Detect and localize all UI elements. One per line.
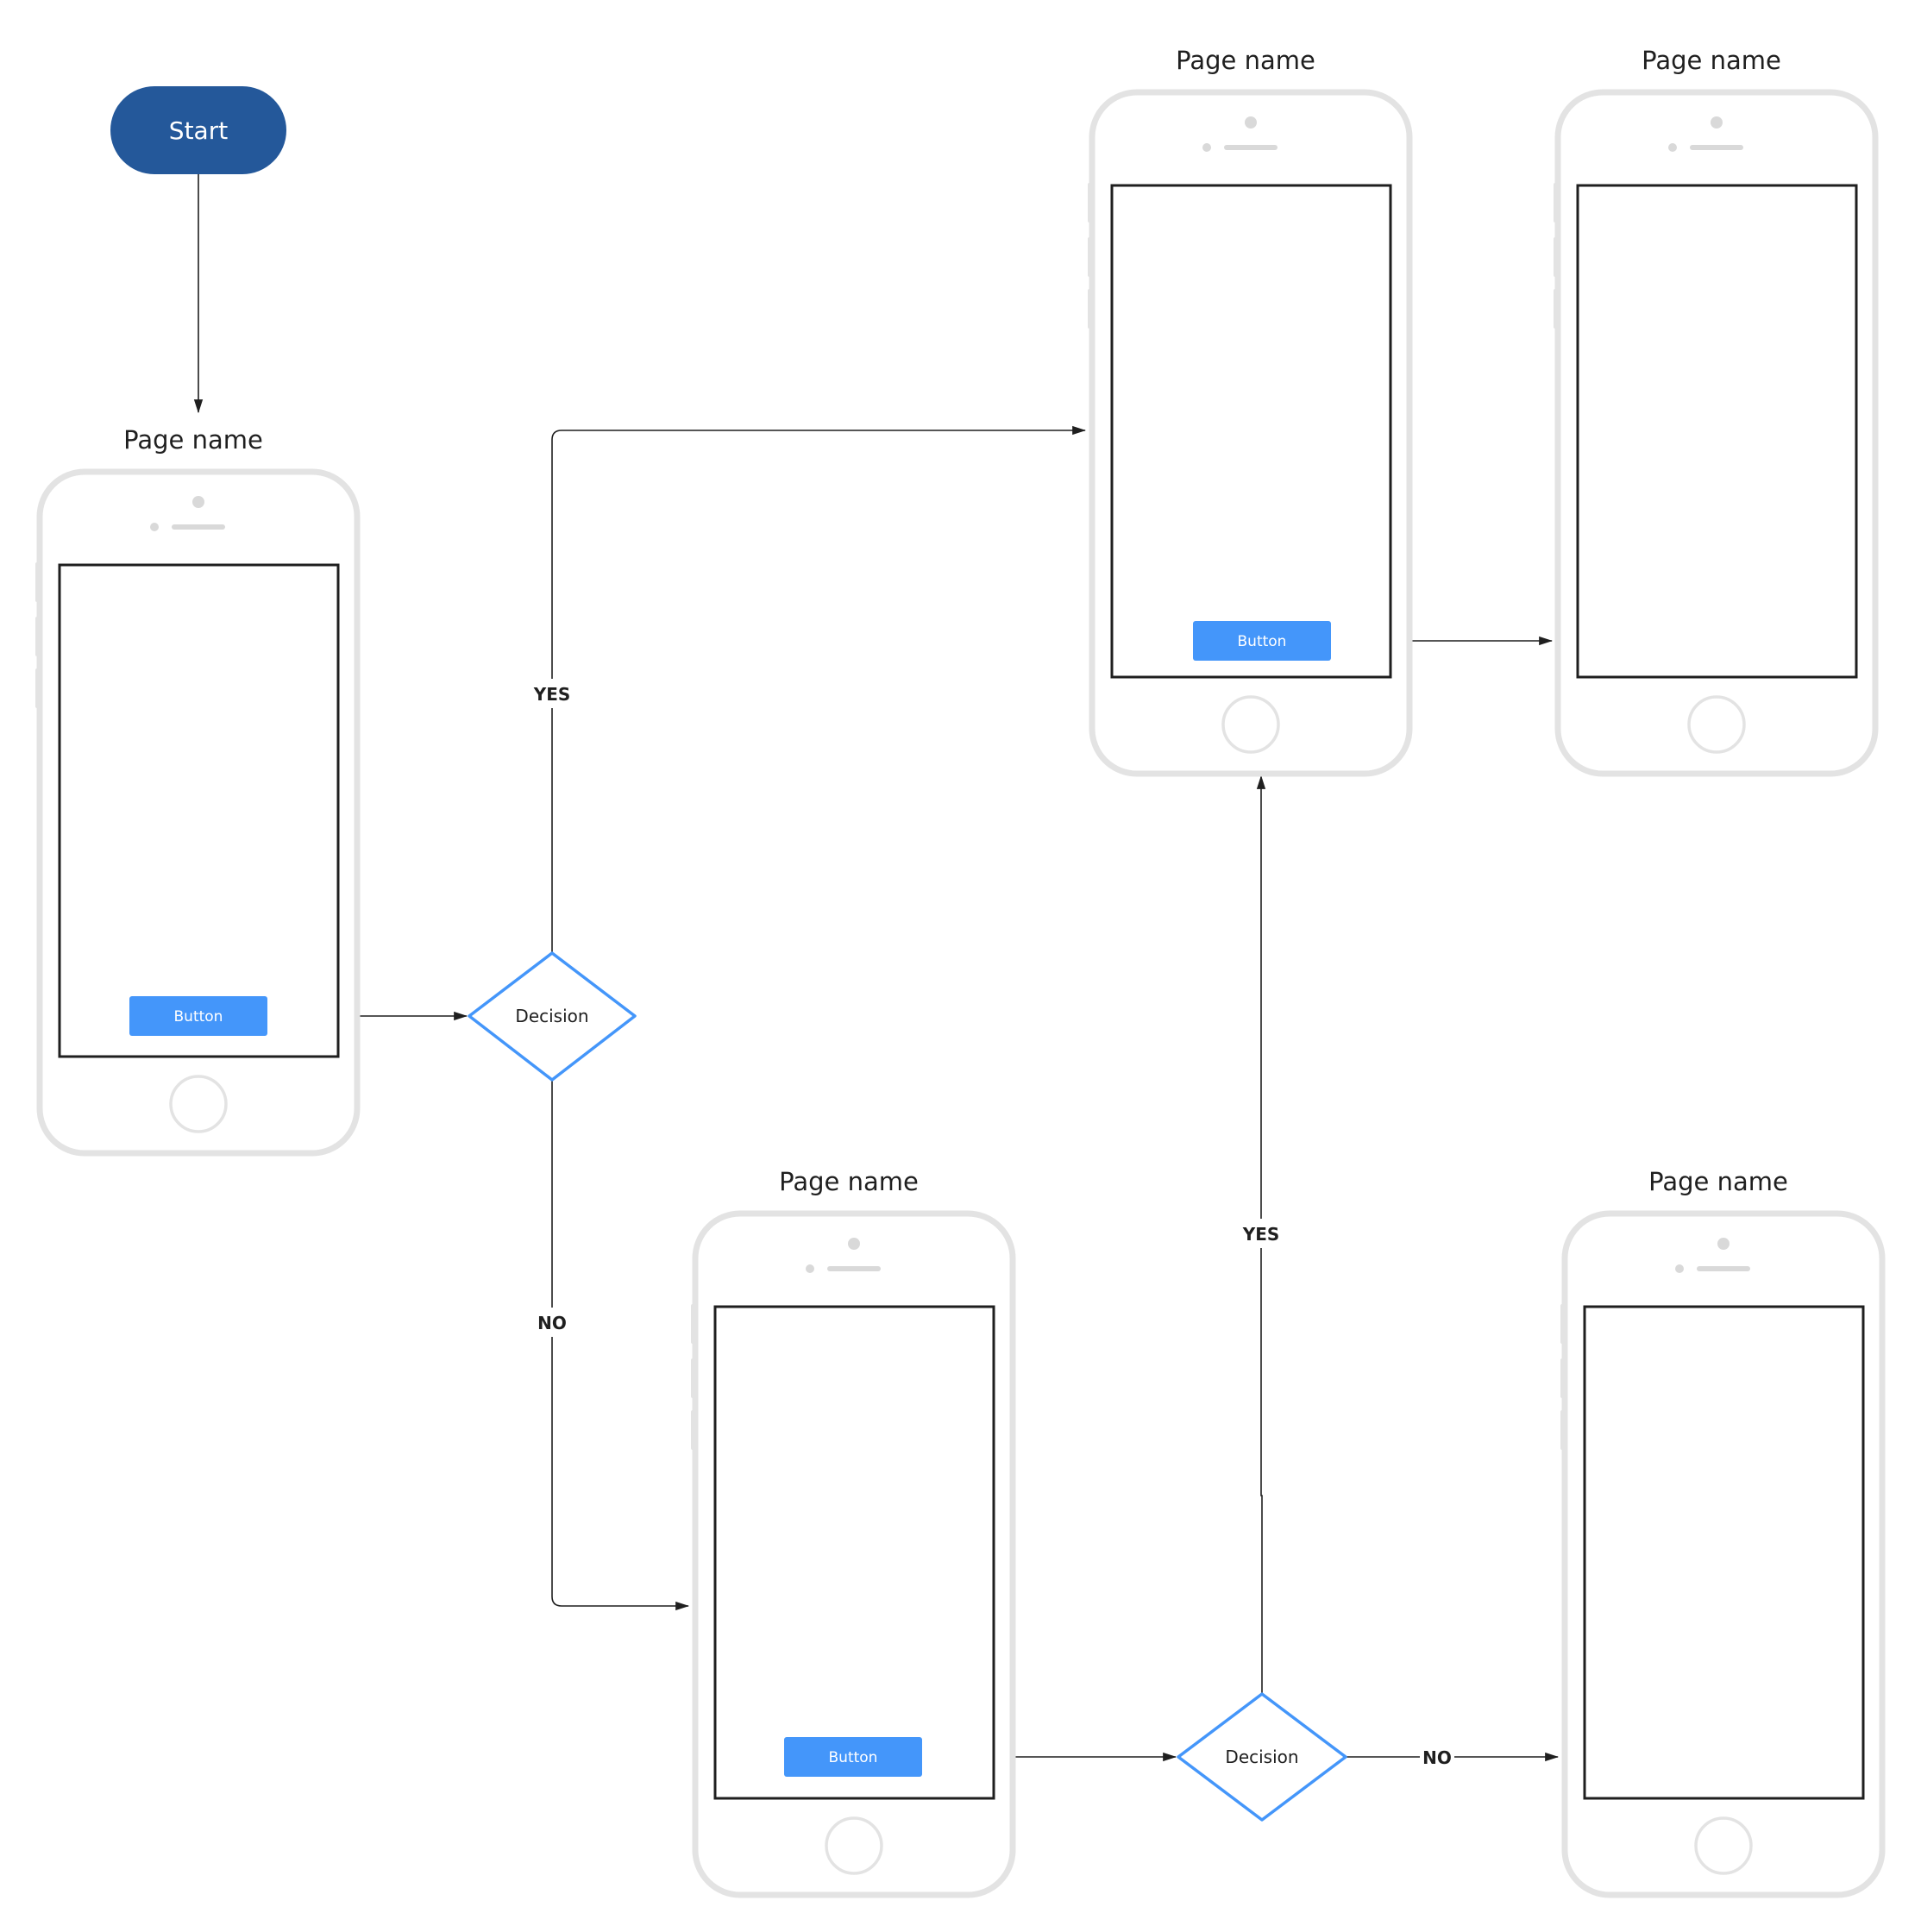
phone-screen [1110,184,1392,679]
edge-label-d2-no: NO [1422,1747,1452,1768]
sensor-dot [806,1264,814,1273]
speaker-grille [827,1266,881,1271]
edge-label-d2-yes: YES [1242,1224,1280,1245]
decision-2[interactable]: Decision [1177,1692,1347,1822]
start-node[interactable]: Start [110,86,286,174]
phone-screen [1576,184,1858,679]
page-title: Page name [1176,46,1315,75]
page-title: Page name [779,1167,919,1196]
speaker-grille [1690,145,1743,150]
screen-button[interactable]: Button [784,1737,922,1777]
start-pill[interactable] [110,86,286,174]
label-bg [533,1308,571,1337]
page-title: Page name [1642,46,1781,75]
button-shape[interactable] [129,996,267,1036]
camera-dot [192,496,204,508]
edge-decision-2-yes-to-phone-2 [1256,775,1266,1694]
home-button [169,1075,228,1133]
home-button [1687,695,1746,754]
camera-dot [848,1238,860,1250]
decision-label: Decision [515,1006,588,1026]
page-title: Page name [1648,1167,1788,1196]
edge-decision-1-no-to-phone-4 [551,1080,690,1611]
button-label: Button [174,1008,223,1026]
start-label: Start [169,116,228,145]
screen-button[interactable]: Button [1193,621,1331,661]
home-button [1694,1816,1753,1875]
button-shape[interactable] [784,1737,922,1777]
label-bg [1237,1219,1285,1248]
decision-1[interactable]: Decision [468,951,637,1082]
screen-button[interactable]: Button [129,996,267,1036]
speaker-grille [1697,1266,1750,1271]
decision-diamond[interactable] [1177,1692,1347,1822]
label-bg [528,679,576,708]
edge-label-d1-no: NO [537,1313,567,1333]
phone-screen [1583,1305,1865,1800]
phone-2[interactable]: Page name Button [1088,46,1413,777]
phone-4[interactable]: Page name Button [691,1167,1016,1898]
camera-dot [1711,116,1723,129]
button-label: Button [1238,633,1287,650]
camera-dot [1245,116,1257,129]
edge-decision-1-yes-to-phone-2 [551,425,1087,953]
decision-diamond[interactable] [468,951,637,1082]
label-bg [1420,1742,1454,1772]
speaker-grille [172,524,225,530]
edge-labels: YES NO YES NO [528,679,1454,1772]
home-button [825,1816,883,1875]
sensor-dot [1675,1264,1684,1273]
sensor-dot [1668,143,1677,152]
phone-5[interactable]: Page name [1560,1167,1886,1898]
edge-label-d1-yes: YES [533,684,571,705]
page-title: Page name [123,425,263,455]
home-button [1221,695,1280,754]
button-shape[interactable] [1193,621,1331,661]
speaker-grille [1224,145,1278,150]
sensor-dot [150,523,159,531]
phone-3[interactable]: Page name [1554,46,1879,777]
phone-screen [58,563,340,1058]
button-label: Button [829,1749,878,1766]
phone-screen [713,1305,995,1800]
phone-1[interactable]: Page name Button [35,425,361,1157]
sensor-dot [1202,143,1211,152]
camera-dot [1717,1238,1730,1250]
decision-label: Decision [1225,1747,1298,1767]
